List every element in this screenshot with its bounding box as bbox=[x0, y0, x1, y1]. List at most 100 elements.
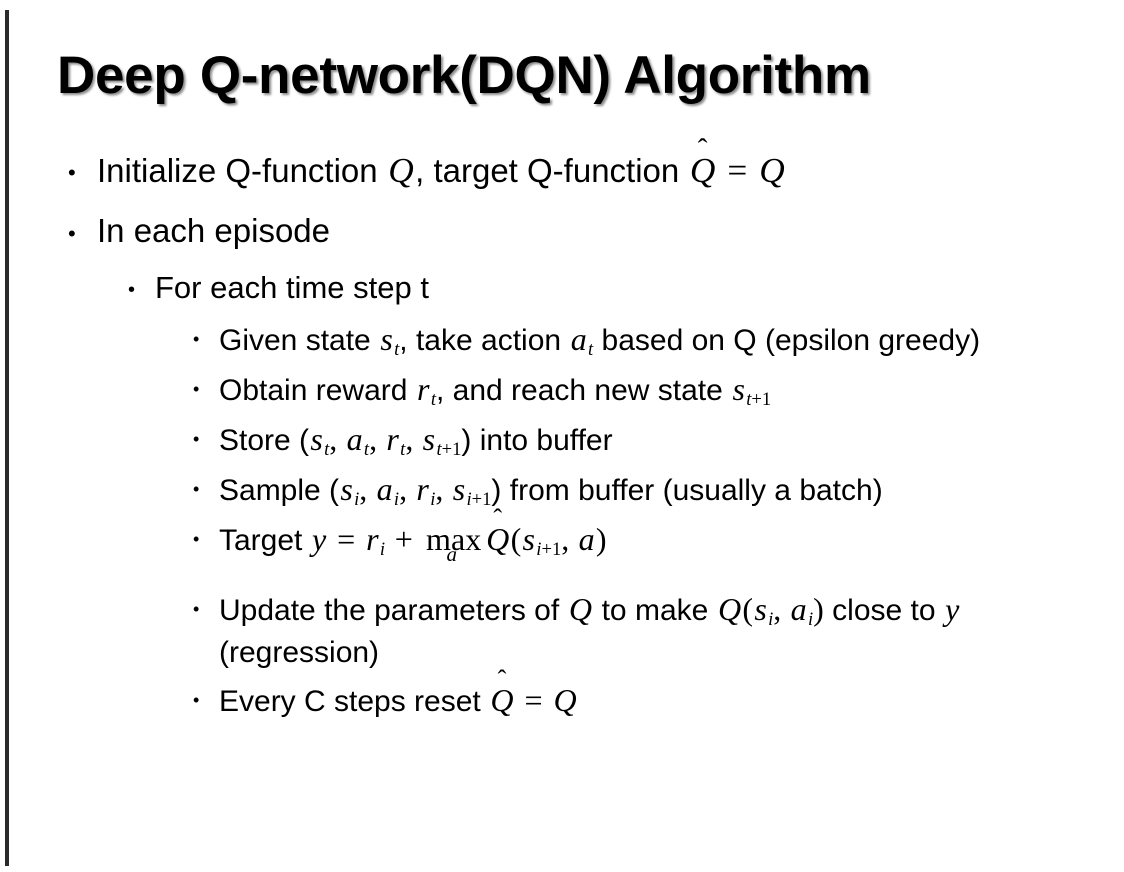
list-item-text: Sample (si, ai, ri, si+1) from buffer (u… bbox=[219, 468, 1124, 512]
bullet-glyph: • bbox=[193, 329, 200, 350]
list-item-text: Every C steps reset ̂Q = Q bbox=[219, 679, 1124, 723]
math-subscript: t bbox=[400, 439, 406, 461]
bullet-glyph: • bbox=[68, 160, 76, 185]
math-var-s: s bbox=[380, 321, 393, 358]
math-var-q2: Q bbox=[759, 151, 785, 190]
math-var-y: y bbox=[945, 590, 960, 627]
math-separator: , bbox=[435, 470, 452, 507]
text-run: ) into buffer bbox=[461, 423, 613, 457]
math-equals: = bbox=[329, 520, 364, 557]
text-run: , take action bbox=[399, 324, 570, 358]
math-var-q1: Q bbox=[568, 590, 592, 627]
math-subscript: i bbox=[379, 539, 386, 561]
math-var-s: s bbox=[754, 590, 767, 627]
list-item-sample: • Sample (si, ai, ri, si+1) from buffer … bbox=[0, 468, 1124, 512]
list-item-text: Update the parameters of Q to make Q(si,… bbox=[219, 588, 1124, 673]
math-var-s: s bbox=[732, 371, 745, 407]
text-run: Obtain reward bbox=[219, 374, 416, 407]
math-var-y: y bbox=[312, 520, 327, 557]
subscript-offset: +1 bbox=[441, 439, 462, 461]
text-run: close to bbox=[823, 593, 944, 627]
hat-base: Q bbox=[486, 520, 510, 557]
math-var-s2: s bbox=[422, 420, 436, 457]
bullet-glyph: • bbox=[193, 428, 200, 449]
math-subscript: i bbox=[430, 489, 436, 511]
page-title: Deep Q-network(DQN) Algorithm bbox=[57, 46, 871, 105]
math-separator: , bbox=[561, 520, 578, 557]
subscript-offset: +1 bbox=[751, 389, 772, 411]
list-item-episode: • In each episode bbox=[0, 209, 1124, 253]
math-separator: , bbox=[369, 420, 386, 457]
math-paren-open: ( bbox=[742, 590, 754, 627]
list-item-update: • Update the parameters of Q to make Q(s… bbox=[0, 588, 1124, 673]
text-run: ) from buffer (usually a batch) bbox=[491, 473, 883, 507]
math-separator: , bbox=[405, 420, 422, 457]
subscript-var: t bbox=[436, 439, 442, 461]
math-plus: + bbox=[386, 520, 421, 557]
math-subscript: i+1 bbox=[466, 489, 491, 510]
math-separator: , bbox=[329, 420, 346, 457]
list-item-initialize: • Initialize Q-function Q, target Q-func… bbox=[0, 148, 1124, 195]
text-run: Update the parameters of bbox=[219, 593, 568, 627]
text-run: to make bbox=[593, 593, 717, 627]
bullet-glyph: • bbox=[193, 598, 200, 619]
math-var-r: r bbox=[366, 520, 379, 557]
text-run: , target Q-function bbox=[415, 152, 689, 189]
math-var-a: a bbox=[790, 590, 807, 627]
text-run: based on Q (epsilon greedy) bbox=[593, 324, 981, 358]
list-item-text: In each episode bbox=[97, 211, 331, 249]
math-var-q: Q bbox=[388, 151, 414, 190]
math-subscript: t bbox=[430, 389, 436, 411]
subscript-var: i bbox=[536, 539, 542, 561]
math-subscript: t+1 bbox=[746, 389, 771, 410]
list-item-text: Obtain reward rt, and reach new state st… bbox=[219, 368, 1124, 412]
math-q-hat: ̂Q bbox=[688, 148, 716, 195]
bullet-glyph: • bbox=[193, 528, 200, 549]
list-item-text: Store (st, at, rt, st+1) into buffer bbox=[219, 418, 1124, 462]
subscript-offset: +1 bbox=[541, 539, 562, 561]
math-separator: , bbox=[399, 470, 416, 507]
list-item-text: Given state st, take action at based on … bbox=[219, 318, 1124, 362]
math-var-r: r bbox=[416, 470, 429, 507]
math-var-q2: Q bbox=[717, 590, 742, 627]
math-subscript: i bbox=[807, 609, 814, 631]
math-subscript: i bbox=[393, 489, 400, 511]
math-equals: = bbox=[516, 681, 551, 718]
math-paren-close: ) bbox=[813, 590, 824, 627]
math-var-s: s bbox=[310, 420, 323, 457]
bullet-glyph: • bbox=[193, 478, 200, 499]
list-item-text: Target y = ri + maxâQ(si+1, a) bbox=[219, 518, 1124, 565]
math-subscript: i bbox=[768, 609, 774, 631]
math-separator: , bbox=[359, 470, 376, 507]
bullet-glyph: • bbox=[68, 220, 76, 246]
math-paren-close: ) bbox=[595, 520, 607, 557]
math-var-s2: s bbox=[452, 470, 466, 507]
math-q-hat: ̂Q bbox=[489, 679, 515, 723]
math-separator: , bbox=[773, 590, 790, 627]
math-var-s: s bbox=[340, 470, 353, 507]
list-item-given-state: • Given state st, take action at based o… bbox=[0, 318, 1124, 362]
text-run: Store ( bbox=[219, 423, 310, 457]
math-var-a: a bbox=[376, 470, 393, 507]
list-item-timestep: • For each time step t bbox=[0, 267, 1124, 308]
bullet-list: • Initialize Q-function Q, target Q-func… bbox=[0, 148, 1124, 729]
text-run: (regression) bbox=[219, 635, 380, 669]
list-item-text: For each time step t bbox=[155, 269, 429, 305]
slide-edge-stripe bbox=[5, 10, 9, 866]
hat-base: Q bbox=[689, 151, 716, 190]
math-var-a: a bbox=[578, 520, 595, 557]
subscript-offset: +1 bbox=[471, 489, 492, 511]
math-q-hat: ̂Q bbox=[485, 518, 511, 562]
bullet-glyph: • bbox=[193, 689, 200, 710]
math-var-r: r bbox=[386, 420, 399, 457]
text-run: Every C steps reset bbox=[219, 684, 490, 718]
list-item-reset: • Every C steps reset ̂Q = Q bbox=[0, 679, 1124, 723]
subscript-var: i bbox=[466, 489, 472, 511]
text-run: Target bbox=[219, 523, 311, 557]
math-var-a: a bbox=[570, 321, 587, 358]
math-subscript: t+1 bbox=[436, 439, 461, 460]
math-subscript: i+1 bbox=[536, 539, 561, 560]
max-label: max bbox=[426, 520, 482, 557]
